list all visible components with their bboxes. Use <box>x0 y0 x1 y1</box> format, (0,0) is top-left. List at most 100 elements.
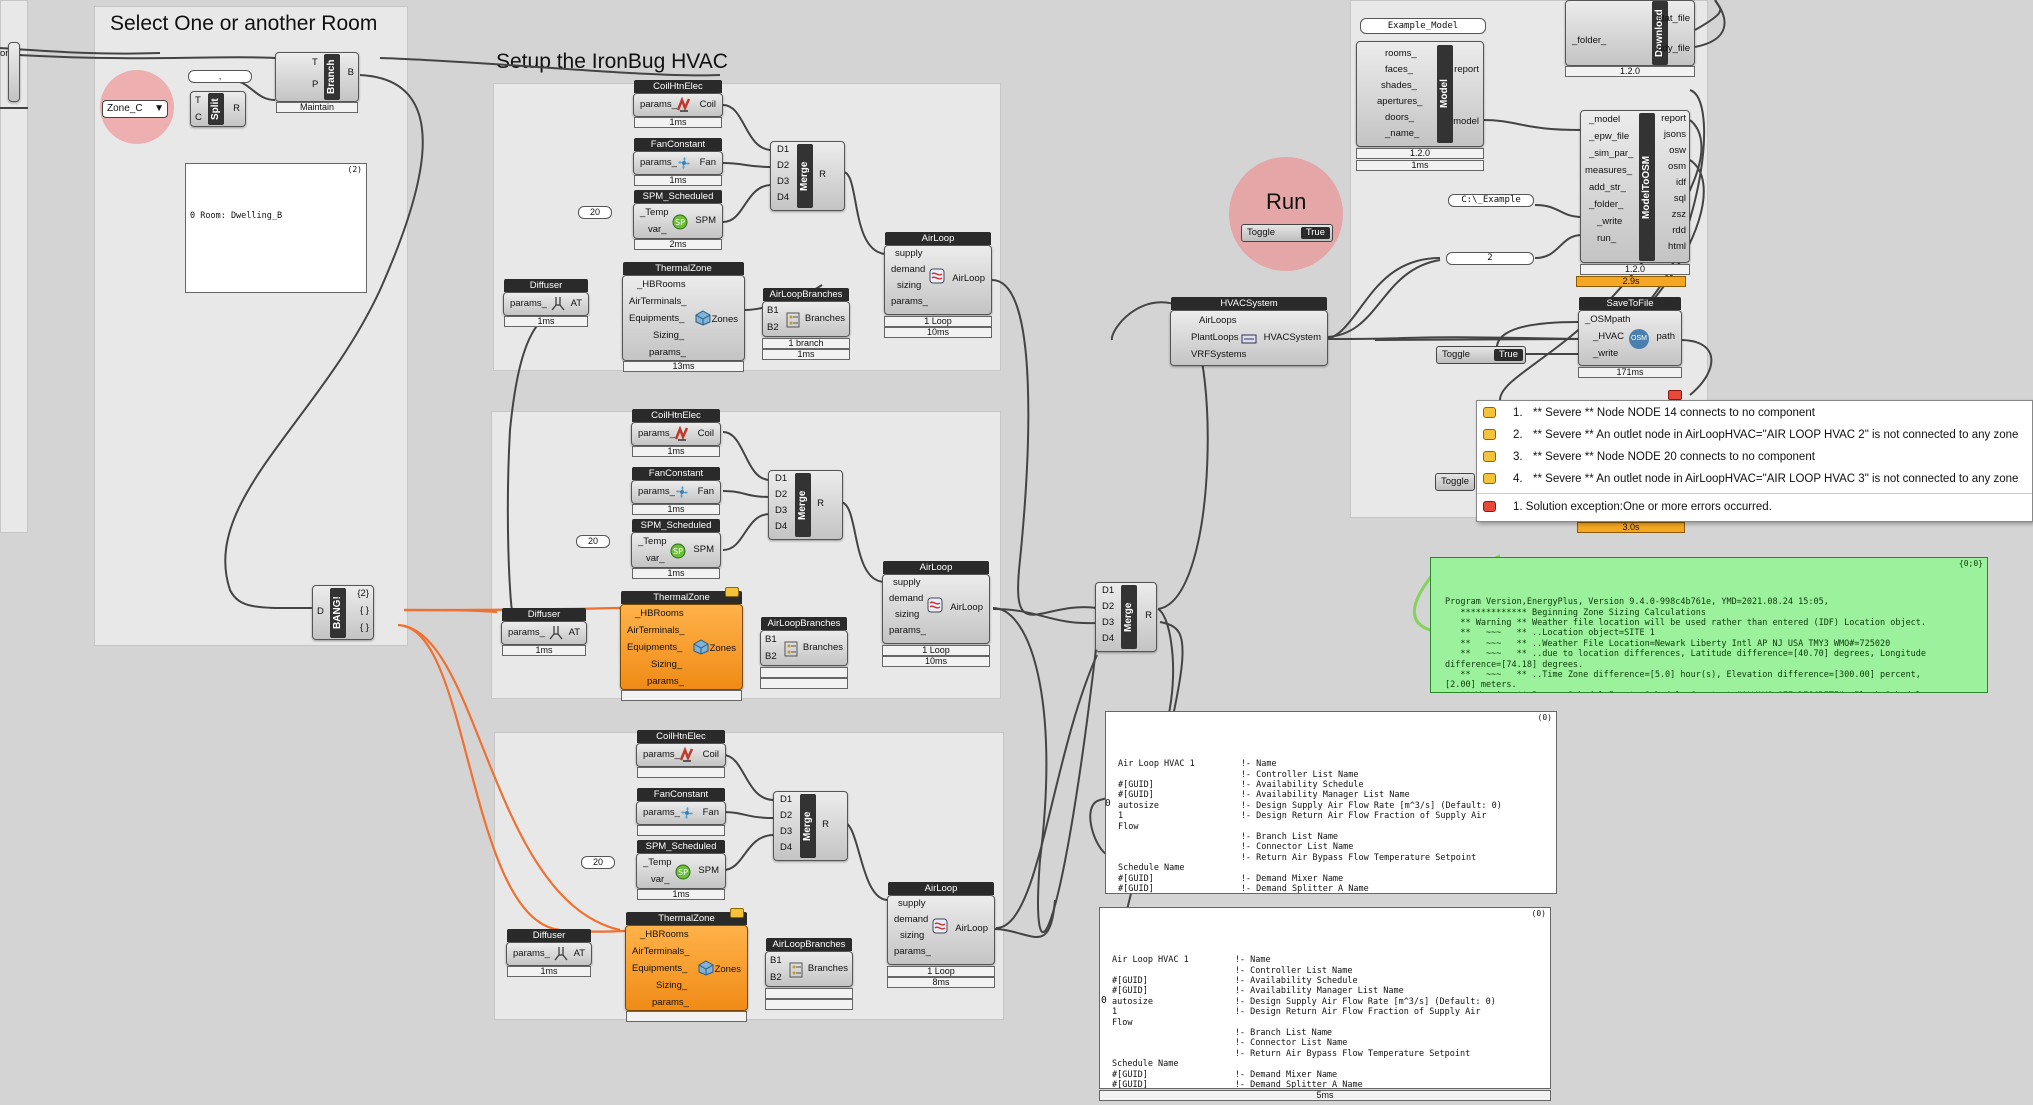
air-loop-panel-1[interactable]: (0) Air Loop HVAC 1 !- Name !- Controlle… <box>1105 711 1557 894</box>
coil-component[interactable]: CoilHtnElec params_ Coil 1ms <box>631 409 721 457</box>
air-loop-panel-1-text: Air Loop HVAC 1 !- Name !- Controller Li… <box>1118 759 1502 894</box>
model-name-input[interactable]: Example_Model <box>1360 18 1486 34</box>
model-component[interactable]: rooms_ faces_ shades_ apertures_ doors_ … <box>1356 41 1484 147</box>
split-component[interactable]: T C Split R <box>190 91 246 127</box>
error-text-2: ** Severe ** An outlet node in AirLoopHV… <box>1533 429 2019 441</box>
air-loop-panel-2[interactable]: (0) Air Loop HVAC 1 !- Name !- Controlle… <box>1099 907 1551 1089</box>
airloop-branches-component[interactable]: AirLoopBranches B1 B2 Branches <box>765 938 853 987</box>
thermal-zone-component[interactable]: ThermalZone _HBRooms AirTerminals_ Equip… <box>620 591 743 701</box>
spm-component[interactable]: SPM_Scheduled _Temp var_ SP SPM 1ms <box>636 840 726 900</box>
spm-component[interactable]: SPM_Scheduled _Temp var_ SP SPM 2ms <box>633 190 723 250</box>
merge-component[interactable]: D1 D2 D3 D4 Merge R <box>770 141 845 211</box>
download-component[interactable]: _folder_ Download stat_file ddy_file <box>1565 0 1695 66</box>
setpoint-manager-icon: SP <box>672 214 688 230</box>
spm-component[interactable]: SPM_Scheduled _Temp var_ SP SPM 1ms <box>631 519 721 579</box>
zone-dropdown[interactable]: Zone_C ▼ <box>102 100 168 118</box>
coil-input-params: params_ <box>643 749 680 760</box>
model-output-report: report <box>1454 64 1479 75</box>
osm-output-osm: osm <box>1668 161 1686 172</box>
number-input-2[interactable]: 2 <box>1446 252 1534 265</box>
third-toggle[interactable]: Toggle <box>1435 473 1475 491</box>
diffuser-input-params: params_ <box>513 948 550 959</box>
airloop-branches-component[interactable]: AirLoopBranches B1 B2 Branches <box>760 617 848 666</box>
thermal-zone-component[interactable]: ThermalZone _HBRooms AirTerminals_ Equip… <box>625 912 748 1022</box>
branches-footer-time <box>760 678 848 689</box>
merge-component[interactable]: D1 D2 D3 D4 Merge R <box>773 791 848 861</box>
branches-footer <box>760 667 848 678</box>
main-merge-component[interactable]: D1 D2 D3 D4 Merge R <box>1095 582 1157 652</box>
branch-component[interactable]: T P Branch B Maintain <box>275 52 359 113</box>
save-toggle-value[interactable]: True <box>1493 349 1523 361</box>
airloop-component[interactable]: AirLoop supply demand sizing params_ Air… <box>882 561 990 644</box>
run-toggle-value[interactable]: True <box>1300 227 1330 239</box>
airloop-input-params: params_ <box>891 296 928 307</box>
error-flag-icon[interactable] <box>1668 390 1682 400</box>
chevron-down-icon[interactable]: ▼ <box>154 103 164 114</box>
merge-component[interactable]: D1 D2 D3 D4 Merge R <box>768 470 843 540</box>
thermal-input-airterminals: AirTerminals_ <box>627 625 685 636</box>
merge-input-d3: D3 <box>777 176 790 187</box>
diffuser-icon <box>554 947 568 961</box>
merge-input-d4: D4 <box>775 521 788 532</box>
svg-text:SP: SP <box>673 547 683 556</box>
hvac-system-title: HVACSystem <box>1171 297 1327 310</box>
run-toggle[interactable]: Toggle True <box>1241 224 1333 242</box>
thermal-zone-message-icon[interactable] <box>730 908 744 918</box>
save-toggle[interactable]: Toggle True <box>1436 346 1526 364</box>
model-to-osm-component[interactable]: _model _epw_file _sim_par_ measures_ add… <box>1580 110 1690 263</box>
heating-coil-icon <box>676 97 691 112</box>
air-loop-panel-1-index: 0 <box>1105 798 1111 809</box>
error-num-3: 3. <box>1513 451 1523 463</box>
airloop-input-sizing: sizing <box>900 930 925 941</box>
coil-component[interactable]: CoilHtnElec params_ Coil 1ms <box>633 80 723 128</box>
fan-component[interactable]: FanConstant params_ Fan 1ms <box>631 467 721 515</box>
spm-temperature-input[interactable]: 20 <box>578 206 612 219</box>
hvac-system-component[interactable]: HVACSystem AirLoops PlantLoops VRFSystem… <box>1170 297 1328 366</box>
airloop-component[interactable]: AirLoop supply demand sizing params_ Air… <box>887 882 995 965</box>
branches-output: Branches <box>802 642 843 653</box>
merge-label: Merge <box>795 473 811 537</box>
save-to-file-component[interactable]: SaveToFile _OSMpath _HVAC _write OSM pat… <box>1578 297 1682 366</box>
bang-output-3: { } <box>360 622 369 633</box>
thermal-input-hbrooms: _HBRooms <box>640 929 689 940</box>
split-input-t: T <box>195 95 201 106</box>
osm-label: ModelToOSM <box>1639 113 1655 261</box>
spm-title: SPM_Scheduled <box>632 519 720 532</box>
folder-path-input[interactable]: C:\_Example <box>1448 194 1534 207</box>
partial-left-component[interactable] <box>8 42 20 102</box>
airloop-title: AirLoop <box>885 232 991 245</box>
fan-title: FanConstant <box>634 138 722 151</box>
room-panel[interactable]: (2) 0 Room: Dwelling_B <box>185 163 367 293</box>
fan-footer: 1ms <box>634 175 722 186</box>
error-text-1: ** Severe ** Node NODE 14 connects to no… <box>1533 407 1815 419</box>
spm-temperature-input[interactable]: 20 <box>581 856 615 869</box>
room-panel-count: (2) <box>347 165 362 174</box>
bang-component[interactable]: D BANG! {2} { } { } <box>312 585 374 640</box>
fan-component[interactable]: FanConstant params_ Fan 1ms <box>633 138 723 186</box>
comma-separator-input[interactable]: , <box>188 70 252 83</box>
diffuser-component[interactable]: Diffuser params_ AT 1ms <box>506 929 592 977</box>
fan-title: FanConstant <box>637 788 725 801</box>
spm-footer: 1ms <box>632 568 720 579</box>
airloop-input-sizing: sizing <box>895 609 920 620</box>
airloop-component[interactable]: AirLoop supply demand sizing params_ Air… <box>884 232 992 315</box>
error-num-4: 4. <box>1513 473 1523 485</box>
airloop-input-demand: demand <box>894 914 929 925</box>
energyplus-output-panel[interactable]: {0;0} Program Version,EnergyPlus, Versio… <box>1430 557 1988 693</box>
thermal-input-params: params_ <box>647 676 684 687</box>
airloop-icon <box>932 918 948 934</box>
branches-icon <box>786 312 800 328</box>
diffuser-component[interactable]: Diffuser params_ AT 1ms <box>501 608 587 656</box>
energyplus-panel-text: Program Version,EnergyPlus, Version 9.4.… <box>1445 597 1927 692</box>
thermal-zone-message-icon[interactable] <box>725 587 739 597</box>
airloop-branches-component[interactable]: AirLoopBranches B1 B2 Branches <box>762 288 850 337</box>
fan-component[interactable]: FanConstant params_ Fan <box>636 788 726 836</box>
diffuser-component[interactable]: Diffuser params_ AT 1ms <box>503 279 589 327</box>
osm-input-measures: measures_ <box>1585 165 1632 176</box>
fan-title: FanConstant <box>632 467 720 480</box>
thermal-zone-component[interactable]: ThermalZone _HBRooms AirTerminals_ Equip… <box>622 262 745 372</box>
spm-temperature-input[interactable]: 20 <box>576 535 610 548</box>
air-loop-panel-1-count: (0) <box>1537 713 1552 722</box>
model-input-faces: faces_ <box>1385 64 1413 75</box>
coil-component[interactable]: CoilHtnElec params_ Coil <box>636 730 726 778</box>
